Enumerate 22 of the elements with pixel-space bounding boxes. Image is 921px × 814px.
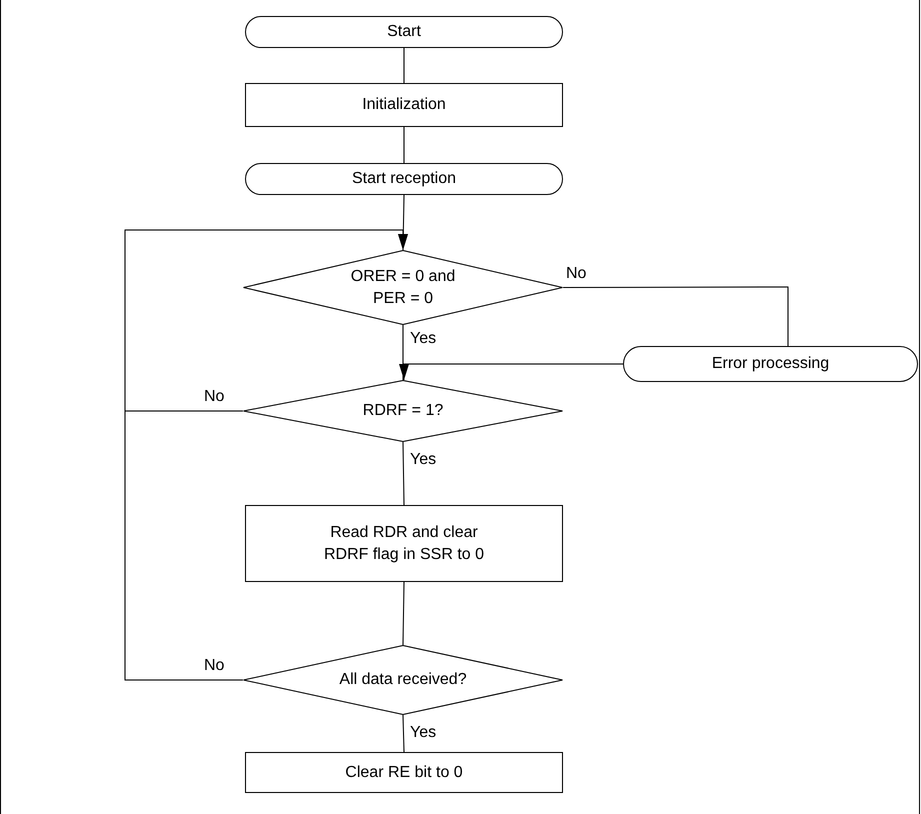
arrow (124, 230, 408, 680)
connector-line (402, 582, 404, 646)
arrow (399, 364, 624, 380)
edge-label: Yes (410, 723, 436, 743)
connector-line (402, 324, 404, 380)
decision-diamond: RDRF = 1? (243, 380, 563, 442)
process-box: Read RDR and clear RDRF flag in SSR to 0 (245, 505, 563, 582)
terminal-box: Start reception (245, 163, 563, 195)
decision-diamond: ORER = 0 and PER = 0 (243, 250, 563, 325)
edge-label: No (566, 264, 586, 284)
connector-line (402, 714, 404, 752)
process-box: Initialization (245, 83, 563, 127)
edge-label: No (204, 387, 224, 407)
connector-line (402, 442, 404, 506)
connector-line (562, 286, 788, 346)
terminal-box: Start (245, 16, 563, 48)
edge-label: Yes (410, 450, 436, 470)
decision-diamond: All data received? (243, 645, 563, 715)
terminal-box: Error processing (623, 346, 918, 382)
edge-label: Yes (410, 329, 436, 349)
edge-label: No (204, 656, 224, 676)
process-box: Clear RE bit to 0 (245, 752, 563, 793)
